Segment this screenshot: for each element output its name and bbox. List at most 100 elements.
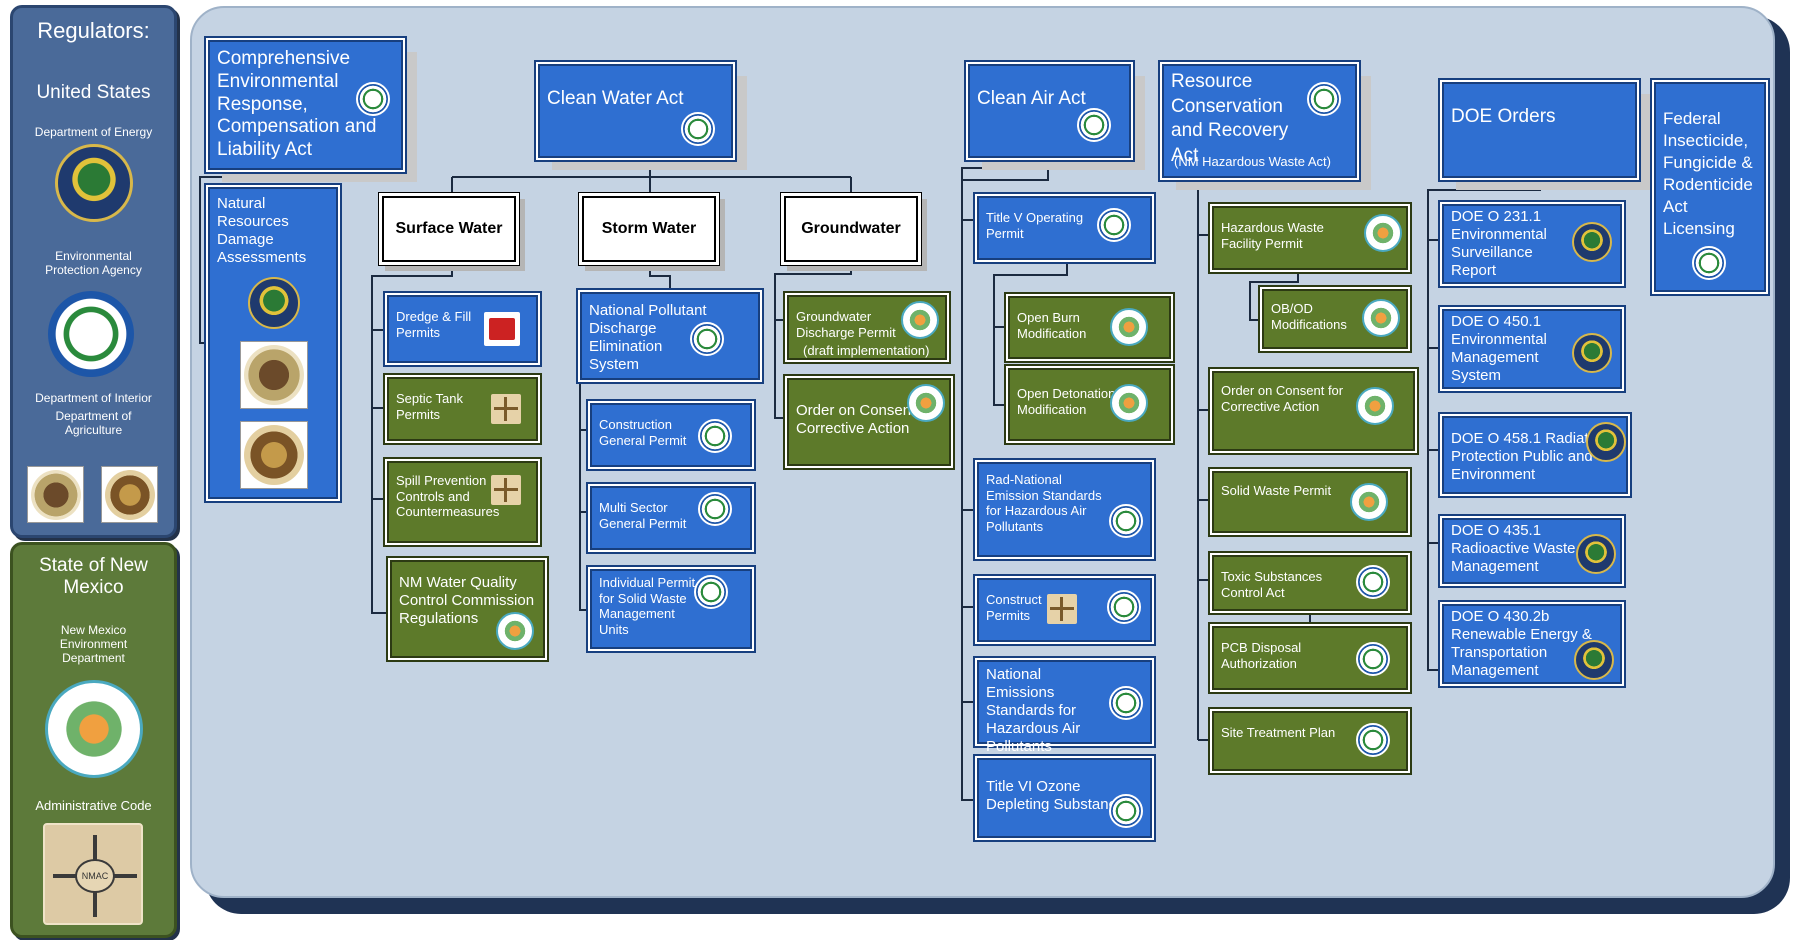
multi-sector-gp-label: Multi Sector General Permit bbox=[599, 500, 687, 531]
nmed-icon bbox=[1350, 483, 1388, 521]
septic-tank-box[interactable]: Septic Tank Permits bbox=[387, 377, 538, 441]
epa-seal-icon bbox=[48, 291, 134, 377]
epa-icon bbox=[1109, 686, 1143, 720]
rad-neshap-label: Rad-National Emission Standards for Haza… bbox=[986, 472, 1102, 534]
nmac-label: NMAC bbox=[75, 859, 115, 893]
npdes-box[interactable]: National Pollutant Discharge Elimination… bbox=[580, 292, 760, 380]
solid-waste-box[interactable]: Solid Waste Permit bbox=[1212, 471, 1408, 533]
open-detonation-label: Open Detonation Modification bbox=[1017, 386, 1116, 417]
doe-icon bbox=[1572, 333, 1612, 373]
nm-water-quality-label: NM Water Quality Control Commission Regu… bbox=[399, 574, 535, 627]
swmu-permit-box[interactable]: Individual Permit for Solid Waste Manage… bbox=[590, 569, 752, 649]
epa-icon bbox=[1097, 208, 1131, 242]
interior-label: Department of Interior bbox=[35, 391, 152, 405]
multi-sector-gp-box[interactable]: Multi Sector General Permit bbox=[590, 486, 752, 550]
open-burn-box[interactable]: Open Burn Modification bbox=[1008, 296, 1171, 359]
doe-seal-icon bbox=[55, 144, 133, 222]
spill-prevention-box[interactable]: Spill Prevention Controls and Countermea… bbox=[387, 461, 538, 543]
construct-permits-box[interactable]: Construct Permits bbox=[977, 578, 1152, 642]
doe-o-4351-box[interactable]: DOE O 435.1 Radioactive Waste Management bbox=[1442, 518, 1622, 584]
interior-seal-icon bbox=[244, 345, 304, 405]
pcb-box[interactable]: PCB Disposal Authorization bbox=[1212, 626, 1408, 690]
nmed-icon bbox=[901, 301, 939, 339]
us-heading: United States bbox=[36, 82, 151, 103]
interior-seal-icon bbox=[31, 470, 81, 520]
agriculture-seal-icon bbox=[105, 470, 155, 520]
rcra-consent-order-label: Order on Consent for Corrective Action bbox=[1221, 383, 1344, 414]
rcra-consent-order-box[interactable]: Order on Consent for Corrective Action bbox=[1212, 371, 1415, 451]
solid-waste-label: Solid Waste Permit bbox=[1221, 483, 1332, 498]
nmed-label: New Mexico Environment Department bbox=[59, 623, 128, 665]
epa-icon bbox=[1109, 504, 1143, 538]
obod-box[interactable]: OB/OD Modifications bbox=[1262, 289, 1408, 349]
groundwater-box[interactable]: Groundwater bbox=[784, 196, 918, 262]
gw-discharge-label: Groundwater Discharge Permit bbox=[796, 309, 896, 340]
epa-icon bbox=[1692, 246, 1726, 280]
fifra-title: Federal Insecticide, Fungicide & Rodenti… bbox=[1663, 109, 1753, 239]
rad-neshap-box[interactable]: Rad-National Emission Standards for Haza… bbox=[977, 462, 1152, 557]
epa-icon bbox=[356, 82, 390, 116]
nmed-icon bbox=[1356, 387, 1394, 425]
septic-tank-label: Septic Tank Permits bbox=[396, 391, 463, 422]
tsca-label: Toxic Substances Control Act bbox=[1221, 569, 1323, 600]
gw-discharge-box[interactable]: Groundwater Discharge Permit (draft impl… bbox=[787, 295, 947, 360]
nmac-zia-icon bbox=[1047, 594, 1077, 624]
title-vi-box[interactable]: Title VI Ozone Depleting Substances bbox=[977, 758, 1152, 838]
doe-o-4501-box[interactable]: DOE O 450.1 Environmental Management Sys… bbox=[1442, 309, 1622, 389]
hwfp-box[interactable]: Hazardous Waste Facility Permit bbox=[1212, 206, 1408, 270]
site-treatment-label: Site Treatment Plan bbox=[1221, 725, 1336, 740]
epa-icon bbox=[1109, 794, 1143, 828]
nmac-zia-icon bbox=[491, 475, 521, 505]
nmac-zia-icon bbox=[491, 394, 521, 424]
interior-seal-frame bbox=[27, 466, 84, 523]
neshap-box[interactable]: National Emissions Standards for Hazardo… bbox=[977, 660, 1152, 755]
rcra-box[interactable]: Resource Conservation and Recovery Act (… bbox=[1162, 64, 1357, 178]
doe-icon bbox=[1576, 534, 1616, 574]
construction-gp-label: Construction General Permit bbox=[599, 417, 687, 448]
fifra-box[interactable]: Federal Insecticide, Fungicide & Rodenti… bbox=[1654, 82, 1766, 292]
storm-water-box[interactable]: Storm Water bbox=[582, 196, 716, 262]
surface-water-box[interactable]: Surface Water bbox=[382, 196, 516, 262]
doe-o-4581-box[interactable]: DOE O 458.1 Radiation Protection Public … bbox=[1442, 416, 1628, 494]
nm-heading: State of New Mexico bbox=[39, 555, 148, 598]
rcra-subtitle: (NM Hazardous Waste Act) bbox=[1174, 154, 1332, 169]
epa-icon bbox=[694, 575, 728, 609]
doe-orders-box[interactable]: DOE Orders bbox=[1442, 82, 1637, 178]
admin-code-label: Administrative Code bbox=[35, 798, 152, 813]
cercla-box[interactable]: Comprehensive Environmental Response, Co… bbox=[208, 40, 403, 170]
doe-icon bbox=[1572, 222, 1612, 262]
nmed-seal-icon bbox=[45, 680, 143, 778]
nm-water-quality-box[interactable]: NM Water Quality Control Commission Regu… bbox=[390, 560, 545, 658]
title-v-box[interactable]: Title V Operating Permit bbox=[977, 196, 1152, 260]
spill-prevention-label: Spill Prevention Controls and Countermea… bbox=[396, 473, 500, 520]
gw-consent-order-box[interactable]: Order on Consent for Corrective Action bbox=[787, 378, 951, 466]
epa-icon bbox=[1356, 642, 1390, 676]
construction-gp-box[interactable]: Construction General Permit bbox=[590, 403, 752, 467]
hwfp-label: Hazardous Waste Facility Permit bbox=[1221, 220, 1324, 251]
epa-icon bbox=[698, 492, 732, 526]
site-treatment-box[interactable]: Site Treatment Plan bbox=[1212, 711, 1408, 771]
construct-permits-label: Construct Permits bbox=[986, 592, 1042, 623]
agriculture-seal-frame bbox=[240, 421, 308, 489]
title-v-label: Title V Operating Permit bbox=[986, 210, 1084, 241]
cwa-box[interactable]: Clean Water Act bbox=[538, 64, 733, 158]
agriculture-seal-frame bbox=[101, 466, 158, 523]
doe-o-2311-box[interactable]: DOE O 231.1 Environmental Surveillance R… bbox=[1442, 204, 1622, 284]
army-corps-castle-icon bbox=[484, 312, 520, 346]
doe-icon bbox=[1586, 422, 1626, 462]
tsca-box[interactable]: Toxic Substances Control Act bbox=[1212, 555, 1408, 611]
doe-o-4302b-box[interactable]: DOE O 430.2b Renewable Energy & Transpor… bbox=[1442, 604, 1622, 684]
doe-o-4302b-label: DOE O 430.2b Renewable Energy & Transpor… bbox=[1451, 608, 1592, 679]
open-detonation-box[interactable]: Open Detonation Modification bbox=[1008, 368, 1171, 441]
agriculture-label: Department of Agriculture bbox=[55, 409, 132, 437]
state-regulators-panel: State of New Mexico New Mexico Environme… bbox=[10, 542, 177, 938]
pcb-label: PCB Disposal Authorization bbox=[1221, 640, 1302, 671]
nrda-box[interactable]: Natural Resources Damage Assessments bbox=[208, 187, 338, 499]
epa-icon bbox=[681, 112, 715, 146]
nmed-icon bbox=[1364, 214, 1402, 252]
epa-icon bbox=[698, 419, 732, 453]
dredge-fill-box[interactable]: Dredge & Fill Permits bbox=[387, 295, 538, 363]
caa-box[interactable]: Clean Air Act bbox=[968, 64, 1131, 158]
epa-icon bbox=[690, 322, 724, 356]
